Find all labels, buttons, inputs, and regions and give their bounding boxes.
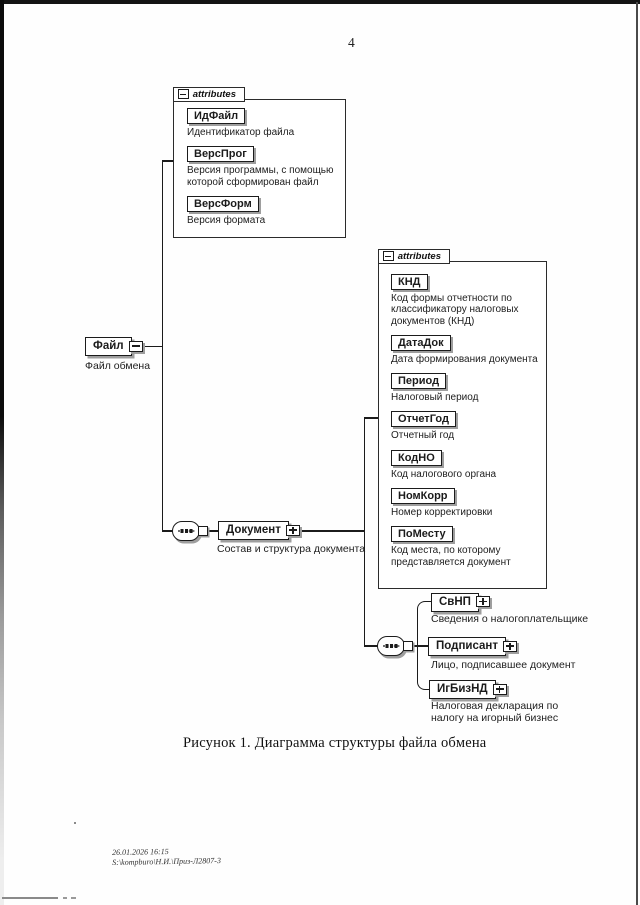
attributes-tab: attributes bbox=[172, 86, 245, 102]
attribute-box: Период bbox=[391, 373, 447, 390]
attributes-tab: attributes bbox=[377, 248, 450, 264]
attribute-description: Дата формирования документа bbox=[391, 353, 538, 365]
attribute-description: Номер корректировки bbox=[391, 507, 493, 519]
scan-border-left bbox=[0, 0, 4, 905]
attribute-item: ОтчетГод Отчетный год bbox=[391, 411, 539, 441]
attribute-description: Код формы отчетности по классификатору н… bbox=[391, 293, 519, 327]
attribute-item: ВерсФорм Версия формата bbox=[187, 195, 340, 226]
scan-border-right bbox=[635, 2, 638, 905]
sequence-icon bbox=[172, 521, 200, 541]
attribute-box: КНД bbox=[391, 274, 428, 290]
element-box: СвНП bbox=[431, 592, 479, 612]
element-box: Файл bbox=[85, 337, 132, 356]
element-podpisant: Подписант bbox=[428, 636, 517, 656]
element-description: Налоговая декларация по налогу на игорны… bbox=[431, 700, 559, 724]
attribute-description: Код места, по которому представляется до… bbox=[391, 545, 511, 568]
expand-icon bbox=[492, 683, 507, 695]
attribute-description: Отчетный год bbox=[391, 430, 455, 442]
attribute-description: Код налогового органа bbox=[391, 468, 497, 480]
attribute-item: ВерсПрог Версия программы, с помощью кот… bbox=[187, 146, 340, 188]
element-description: Файл обмена bbox=[85, 360, 151, 372]
connector-line bbox=[161, 530, 173, 532]
attribute-box: ВерсПрог bbox=[187, 146, 254, 163]
attribute-box: ИдФайл bbox=[187, 108, 246, 124]
attributes-group-file: attributes ИдФайл Идентификатор файла Ве… bbox=[172, 86, 346, 238]
footer-datetime: 26.01.2026 16:15 bbox=[112, 847, 169, 857]
connector-corner bbox=[417, 600, 433, 648]
connector-line bbox=[206, 530, 220, 532]
element-igbiznd: ИгБизНД bbox=[429, 679, 507, 699]
connector-line bbox=[363, 417, 365, 647]
element-box: Подписант bbox=[428, 637, 506, 656]
attribute-box: ОтчетГод bbox=[391, 411, 456, 428]
attribute-item: ПоМесту Код места, по которому представл… bbox=[391, 526, 539, 568]
footer-stamp: 26.01.2026 16:15 S:\kompburo\Н.И.\Приз-Л… bbox=[112, 846, 221, 867]
attribute-item: КодНО Код налогового органа bbox=[391, 449, 539, 480]
collapse-icon bbox=[177, 89, 189, 100]
attribute-box: ДатаДок bbox=[391, 334, 451, 351]
attributes-label: attributes bbox=[192, 88, 236, 100]
element-description: Сведения о налогоплательщике bbox=[431, 613, 589, 625]
element-description: Лицо, подписавшее документ bbox=[431, 659, 576, 671]
connector-line bbox=[140, 345, 162, 347]
attribute-description: Версия программы, с помощью которой сфор… bbox=[187, 165, 334, 188]
attribute-description: Идентификатор файла bbox=[187, 127, 295, 138]
connector-line bbox=[363, 645, 378, 647]
attribute-description: Версия формата bbox=[187, 214, 266, 226]
sequence-port bbox=[198, 526, 208, 536]
sequence-icon bbox=[377, 636, 405, 656]
attribute-item: Период Налоговый период bbox=[391, 373, 539, 403]
scan-border-bottom bbox=[2, 896, 58, 899]
attribute-item: НомКорр Номер корректировки bbox=[391, 488, 539, 518]
connector-line bbox=[363, 417, 379, 419]
connector-line bbox=[161, 160, 163, 532]
attribute-description: Налоговый период bbox=[391, 392, 479, 404]
attribute-box: КодНО bbox=[391, 449, 442, 466]
connector-corner bbox=[417, 646, 433, 690]
element-svnp: СвНП bbox=[431, 592, 490, 612]
attribute-box: ВерсФорм bbox=[187, 195, 259, 212]
attribute-item: КНД Код формы отчетности по классификато… bbox=[391, 274, 539, 327]
attribute-item: ИдФайл Идентификатор файла bbox=[187, 108, 340, 138]
element-description: Состав и структура документа bbox=[217, 543, 366, 555]
scan-speck bbox=[74, 822, 76, 824]
attributes-label: attributes bbox=[397, 250, 441, 262]
scan-border-bottom bbox=[71, 897, 76, 899]
element-box: ИгБизНД bbox=[429, 680, 496, 699]
page-number: 4 bbox=[348, 35, 355, 50]
attribute-item: ДатаДок Дата формирования документа bbox=[391, 334, 539, 365]
element-box: Документ bbox=[218, 521, 289, 540]
scan-border-top bbox=[0, 0, 640, 4]
figure-caption: Рисунок 1. Диаграмма структуры файла обм… bbox=[183, 735, 487, 751]
sequence-port bbox=[403, 641, 413, 651]
element-file: Файл bbox=[85, 336, 143, 356]
scan-border-bottom bbox=[63, 897, 67, 899]
attribute-box: ПоМесту bbox=[391, 526, 453, 543]
connector-line bbox=[270, 530, 364, 532]
expand-icon bbox=[502, 640, 517, 652]
attribute-box: НомКорр bbox=[391, 488, 455, 505]
expand-icon bbox=[475, 596, 490, 607]
connector-line bbox=[161, 160, 174, 162]
collapse-icon bbox=[128, 340, 143, 352]
attributes-group-document: attributes КНД Код формы отчетности по к… bbox=[377, 248, 547, 589]
footer-path: S:\kompburo\Н.И.\Приз-Л2807-3 bbox=[112, 855, 221, 867]
expand-icon bbox=[285, 524, 300, 536]
collapse-icon bbox=[382, 251, 394, 262]
element-document: Документ bbox=[218, 520, 300, 540]
